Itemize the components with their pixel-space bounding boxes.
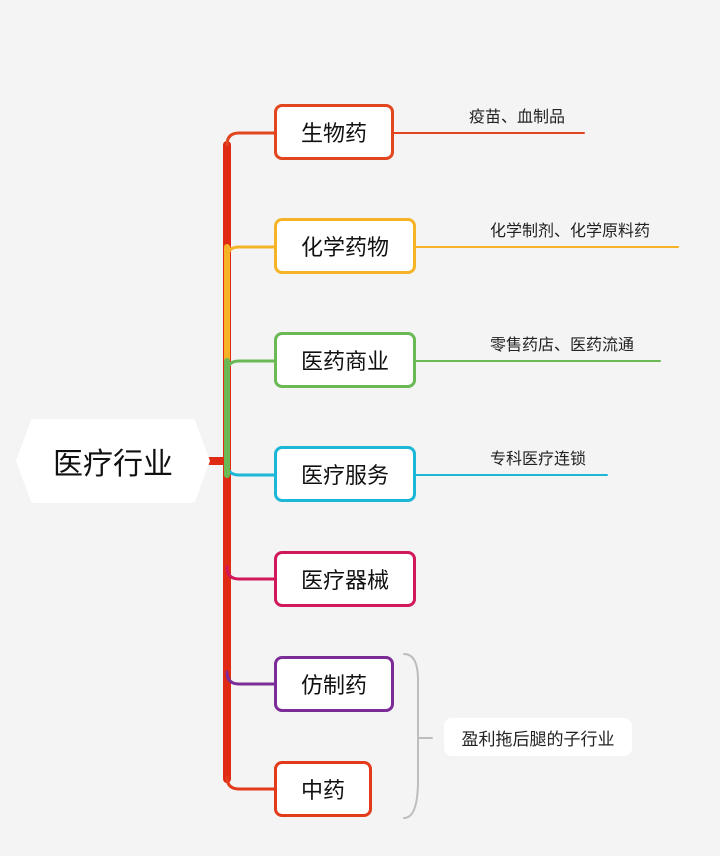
brace-connector — [403, 653, 419, 819]
branch-connector — [225, 670, 276, 686]
root-label: 医疗行业 — [53, 447, 173, 482]
branch-node-commerce[interactable]: 医药商业 — [274, 332, 416, 388]
leaf-service: 专科医疗连锁 — [490, 449, 587, 468]
leaf-commerce: 零售药店、医药流通 — [490, 335, 635, 354]
branch-connector — [225, 775, 276, 791]
branch-node-chem[interactable]: 化学药物 — [274, 218, 416, 274]
branch-label: 医药商业 — [300, 350, 389, 375]
branch-connector — [225, 565, 276, 581]
leaf-bio: 疫苗、血制品 — [469, 107, 566, 126]
summary-note[interactable]: 盈利拖后腿的子行业 — [444, 718, 632, 756]
branch-label: 医疗器械 — [300, 569, 389, 594]
branch-node-generic[interactable]: 仿制药 — [274, 656, 394, 712]
branch-node-bio[interactable]: 生物药 — [274, 104, 394, 160]
branch-node-tcm[interactable]: 中药 — [274, 761, 372, 817]
branch-label: 仿制药 — [300, 674, 367, 699]
branch-connector — [225, 359, 276, 375]
branch-node-service[interactable]: 医疗服务 — [274, 446, 416, 502]
leaf-chem: 化学制剂、化学原料药 — [490, 221, 651, 240]
branch-label: 生物药 — [300, 122, 367, 147]
branch-label: 中药 — [300, 779, 345, 804]
branch-connector — [225, 245, 276, 261]
branch-connector — [225, 131, 276, 147]
branch-connector — [225, 461, 276, 477]
summary-label: 盈利拖后腿的子行业 — [461, 729, 615, 750]
branch-node-device[interactable]: 医疗器械 — [274, 551, 416, 607]
branch-label: 医疗服务 — [300, 464, 389, 489]
branch-label: 化学药物 — [300, 236, 389, 261]
root-node[interactable]: 医疗行业 — [16, 419, 210, 503]
